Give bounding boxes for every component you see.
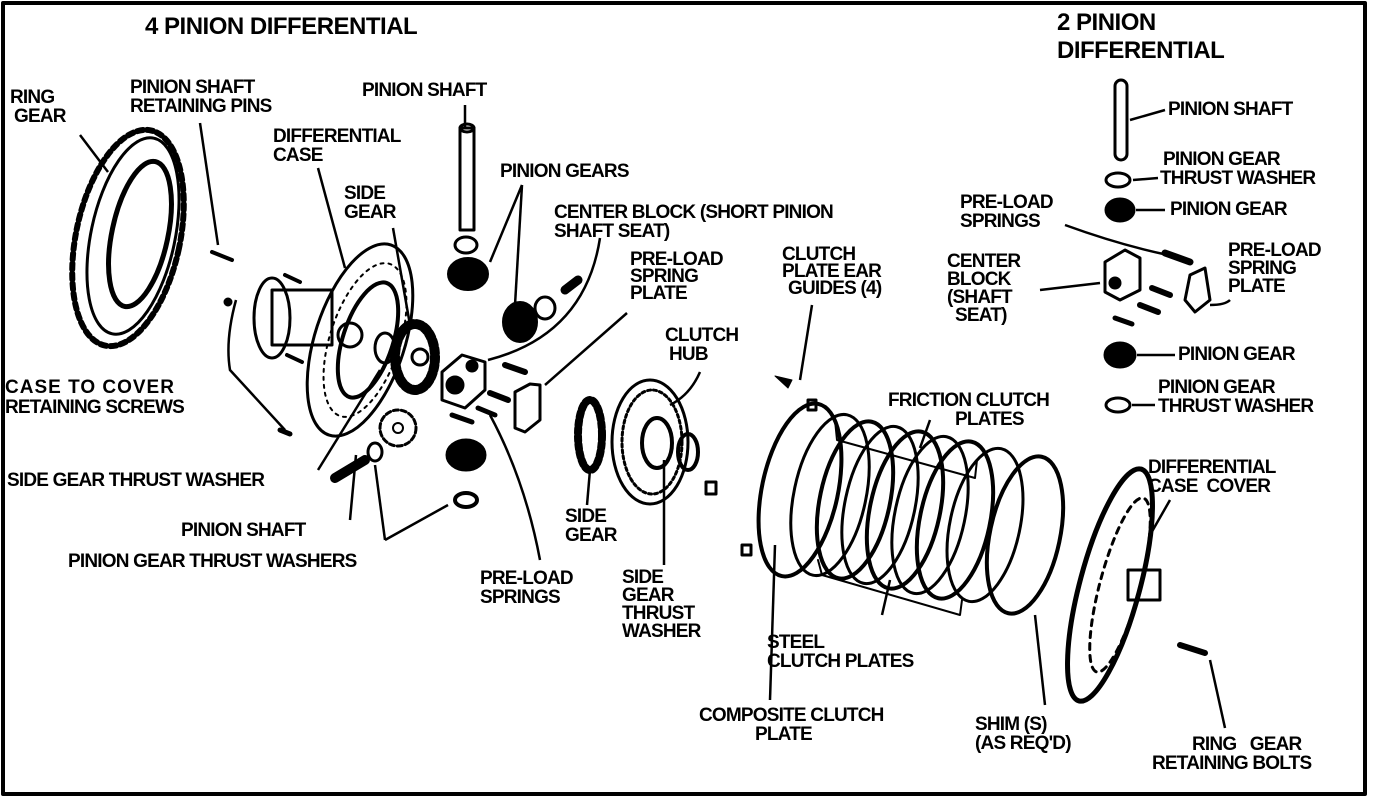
label-2p-pinion-gear-top: PINION GEAR [1170, 199, 1288, 220]
case-screw [277, 427, 293, 437]
four-pinion-title: 4 PINION DIFFERENTIAL [145, 13, 418, 40]
2p-center-block-part [1103, 248, 1142, 302]
label-side-gear-thrust-washer-left: SIDE GEAR THRUST WASHER [7, 470, 265, 491]
clutch-plate-stack [756, 401, 1066, 616]
pinion-gear-part [447, 257, 489, 291]
two-pinion-title-line1: 2 PINION [1057, 9, 1156, 36]
clutch-hub-part [610, 378, 700, 506]
two-pinion-title-line2: DIFFERENTIAL [1057, 37, 1225, 64]
label-pinion-shaft-top: PINION SHAFT [362, 80, 487, 101]
2p-pinion-shaft-part [1113, 78, 1129, 162]
ring-gear-bolt [1177, 642, 1208, 656]
differential-case-cover-part [1065, 466, 1162, 704]
label-pinion-gears: PINION GEARS [500, 161, 630, 182]
retaining-pin [210, 250, 234, 262]
pinion-shaft-part [458, 126, 476, 232]
leader-lines [79, 105, 1231, 729]
case-screw [223, 297, 233, 307]
label-2p-pinion-gear-bottom: PINION GEAR [1178, 344, 1296, 365]
pinion-gear-part [445, 438, 487, 472]
label-shims: SHIM (S)(AS REQ'D) [975, 714, 1072, 754]
side-gear-part [373, 319, 440, 395]
spring-plate-part [513, 382, 542, 434]
side-gear-part [574, 396, 606, 474]
label-2p-pinion-shaft: PINION SHAFT [1168, 99, 1293, 120]
pinion-gear-part [502, 301, 538, 343]
label-pinion-gear-thrust-washers: PINION GEAR THRUST WASHERS [68, 551, 357, 572]
ring-gear-part [69, 126, 187, 350]
shim [984, 454, 1066, 616]
center-block-part [440, 353, 487, 410]
label-pinion-shaft-bottom: PINION SHAFT [181, 520, 306, 541]
